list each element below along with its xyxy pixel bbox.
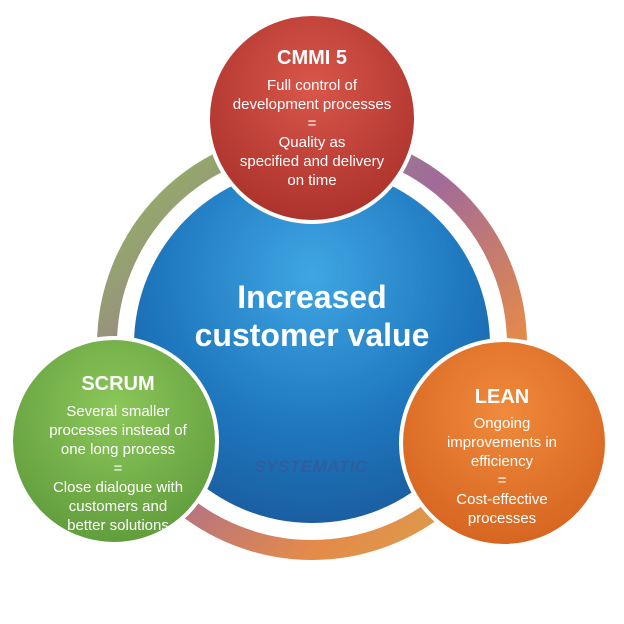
- center-title-line-1: Increased: [237, 279, 386, 315]
- scrum-title: SCRUM: [81, 373, 154, 395]
- lean-node: LEAN Ongoing improvements in efficiency …: [447, 386, 557, 527]
- scrum-line-5: Close dialogue with: [53, 479, 183, 496]
- lean-line-6: processes: [468, 510, 536, 527]
- scrum-line-6: customers and: [69, 498, 167, 515]
- scrum-line-1: Several smaller: [66, 403, 169, 420]
- scrum-node: SCRUM Several smaller processes instead …: [49, 373, 187, 534]
- center-title-line-2: customer value: [195, 317, 430, 353]
- scrum-line-4: =: [114, 460, 123, 477]
- scrum-node-circle: [9, 336, 219, 546]
- scrum-line-2: processes instead of: [49, 422, 187, 439]
- cmmi-line-6: on time: [287, 172, 336, 189]
- lean-line-5: Cost-effective: [456, 491, 547, 508]
- lean-title: LEAN: [475, 386, 529, 408]
- cmmi-line-5: specified and delivery: [240, 153, 385, 170]
- lean-line-3: efficiency: [471, 453, 534, 470]
- systematic-watermark: SYSTEMATIC: [254, 457, 368, 476]
- lean-node-circle: [399, 338, 609, 548]
- lean-line-2: improvements in: [447, 434, 557, 451]
- lean-line-1: Ongoing: [474, 415, 531, 432]
- lean-line-4: =: [498, 472, 507, 489]
- cmmi-node: CMMI 5 Full control of development proce…: [233, 47, 391, 189]
- cmmi-line-2: development processes: [233, 96, 391, 113]
- cmmi-line-1: Full control of: [267, 77, 358, 94]
- scrum-line-7: better solutions: [67, 517, 169, 534]
- cmmi-line-3: =: [308, 115, 317, 132]
- cmmi-title: CMMI 5: [277, 47, 347, 69]
- cmmi-line-4: Quality as: [279, 134, 346, 151]
- scrum-line-3: one long process: [61, 441, 175, 458]
- cmmi-node-circle: [206, 12, 418, 224]
